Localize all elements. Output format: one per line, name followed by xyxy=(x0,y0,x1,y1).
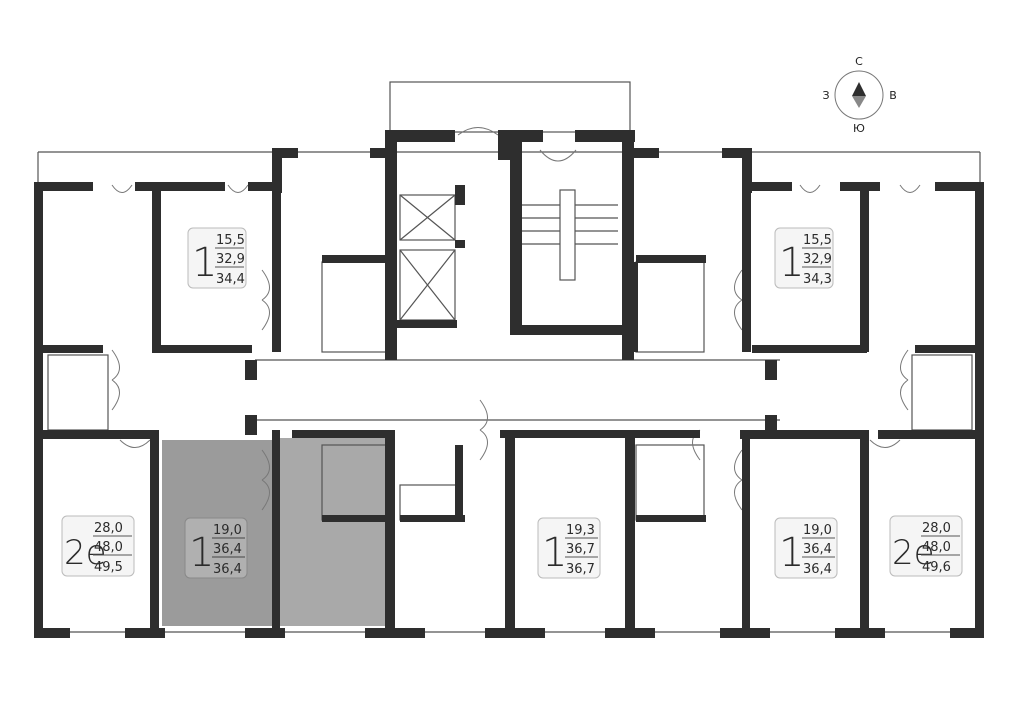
total-area-full: 36,4 xyxy=(213,562,242,577)
apartment-label-bottom-far-left[interactable]: 2е 28,0 48,0 49,5 xyxy=(61,515,135,577)
total-area-full: 36,7 xyxy=(566,562,595,577)
rooms-count: 2е xyxy=(892,533,935,573)
total-area: 48,0 xyxy=(922,540,951,555)
living-area: 19,0 xyxy=(803,523,832,538)
total-area-full: 49,6 xyxy=(922,560,951,575)
total-area-full: 36,4 xyxy=(803,562,832,577)
rooms-count: 1 xyxy=(192,240,217,286)
compass-needle-south-icon xyxy=(852,96,866,108)
living-area: 28,0 xyxy=(94,521,123,536)
living-area: 15,5 xyxy=(216,233,245,248)
living-area: 19,3 xyxy=(566,523,595,538)
apartment-label-bottom-left[interactable]: 1 19,0 36,4 36,4 xyxy=(184,517,248,579)
apartment-label-bottom-far-right[interactable]: 2е 28,0 48,0 49,6 xyxy=(889,515,963,577)
total-area: 32,9 xyxy=(216,252,245,267)
total-area-full: 49,5 xyxy=(94,560,123,575)
rooms-count: 2е xyxy=(64,533,107,573)
total-area: 36,4 xyxy=(803,542,832,557)
apartment-label-bottom-right[interactable]: 1 19,0 36,4 36,4 xyxy=(774,517,838,579)
compass-south-label: Ю xyxy=(853,122,865,135)
compass-east-label: В xyxy=(889,89,897,102)
rooms-count: 1 xyxy=(189,530,214,576)
living-area: 15,5 xyxy=(803,233,832,248)
compass-ring-icon xyxy=(834,70,884,120)
total-area: 32,9 xyxy=(803,252,832,267)
selected-apartment-highlight[interactable] xyxy=(162,438,388,626)
rooms-count: 1 xyxy=(779,530,804,576)
total-area: 36,4 xyxy=(213,542,242,557)
compass-north-label: С xyxy=(855,55,863,68)
rooms-count: 1 xyxy=(779,240,804,286)
total-area: 36,7 xyxy=(566,542,595,557)
walls xyxy=(34,130,984,638)
living-area: 19,0 xyxy=(213,523,242,538)
apartment-label-bottom-center[interactable]: 1 19,3 36,7 36,7 xyxy=(537,517,601,579)
door-swings xyxy=(111,127,921,511)
compass: С В Ю З xyxy=(822,55,896,135)
apartment-label-top-right[interactable]: 1 15,5 32,9 34,3 xyxy=(774,227,834,289)
compass-needle-north-icon xyxy=(852,82,866,96)
total-area-full: 34,3 xyxy=(803,272,832,287)
apartment-label-top-left[interactable]: 1 15,5 32,9 34,4 xyxy=(187,227,247,289)
compass-west-label: З xyxy=(822,89,829,102)
living-area: 28,0 xyxy=(922,521,951,536)
rooms-count: 1 xyxy=(542,530,567,576)
total-area: 48,0 xyxy=(94,540,123,555)
total-area-full: 34,4 xyxy=(216,272,245,287)
